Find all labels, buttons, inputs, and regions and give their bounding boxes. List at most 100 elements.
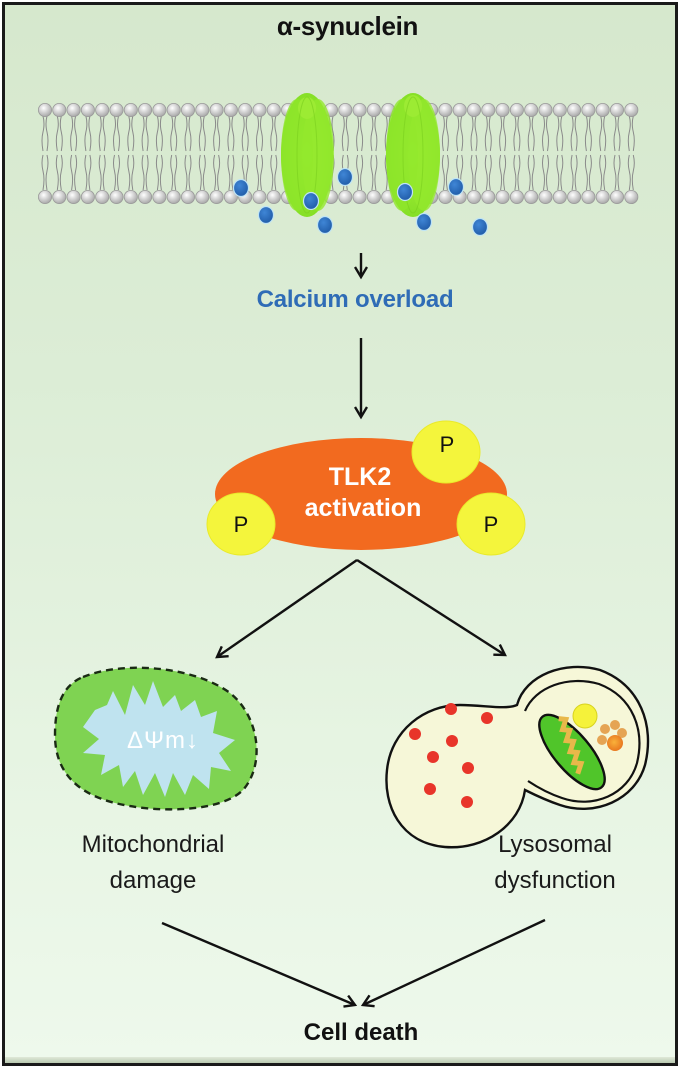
lipid-head xyxy=(180,189,195,204)
phosphate-circle-right xyxy=(456,492,526,556)
lipid-head xyxy=(80,103,95,118)
calcium-ion xyxy=(447,177,465,197)
lipid-head xyxy=(495,103,510,118)
lysosome-cargo-dot xyxy=(481,712,493,724)
lysosome-cargo-dot xyxy=(461,796,473,808)
membrane-potential-label: ΔΨm↓ xyxy=(126,727,200,754)
lipid-head xyxy=(438,103,453,118)
lipid-head xyxy=(223,103,238,118)
lysosome-cargo-dot xyxy=(424,783,436,795)
lipid-bilayer xyxy=(38,103,639,204)
mitochondrial-damage-label-line1: Mitochondrial xyxy=(81,831,225,858)
lipid-head xyxy=(481,189,496,204)
activation-label: activation xyxy=(304,494,422,522)
lipid-head xyxy=(152,103,167,118)
calcium-ion xyxy=(471,217,489,237)
lipid-head xyxy=(95,103,110,118)
lysosome-cargo-dots xyxy=(409,703,493,808)
arrow-tlk2-to-mitochondria xyxy=(217,559,358,657)
lipid-head xyxy=(195,103,210,118)
lysosome-cargo-dot xyxy=(427,751,439,763)
lipid-head xyxy=(538,103,553,118)
lipid-head xyxy=(595,103,610,118)
lipid-head xyxy=(66,103,81,118)
lipid-head xyxy=(152,189,167,204)
alpha-synuclein-channel-right xyxy=(386,93,440,217)
lipid-head xyxy=(524,189,539,204)
lipid-head xyxy=(552,189,567,204)
phosphate-label-right: P xyxy=(483,512,499,537)
calcium-ions xyxy=(232,167,489,237)
lipid-head xyxy=(123,103,138,118)
lipid-head xyxy=(52,103,67,118)
lysosome-cargo-dot xyxy=(445,703,457,715)
lipid-head xyxy=(352,103,367,118)
lipid-head xyxy=(95,189,110,204)
lipid-head xyxy=(38,189,53,204)
lipid-head xyxy=(366,103,381,118)
phosphate-circle-left xyxy=(206,492,276,556)
lysosome xyxy=(385,665,650,849)
calcium-ion xyxy=(302,191,320,211)
lipid-head xyxy=(266,189,281,204)
lipid-head xyxy=(138,189,153,204)
lipid-head xyxy=(109,103,124,118)
lipid-head xyxy=(481,103,496,118)
lysosome-cargo-dot xyxy=(409,728,421,740)
calcium-ion xyxy=(336,167,354,187)
lysosomal-dysfunction-label-line1: Lysosomal xyxy=(498,831,612,858)
diagram-frame: α-synuclein Calcium overload TLK2 activa… xyxy=(2,2,678,1066)
lipid-head xyxy=(338,103,353,118)
lipid-head xyxy=(366,189,381,204)
lipid-head xyxy=(123,189,138,204)
lipid-head xyxy=(338,189,353,204)
lipid-head xyxy=(252,103,267,118)
calcium-ion xyxy=(415,212,433,232)
engulfed-protein-aggregate xyxy=(597,720,627,751)
lipid-head xyxy=(495,189,510,204)
lipid-head xyxy=(581,189,596,204)
calcium-ion xyxy=(257,205,275,225)
lipid-head xyxy=(166,189,181,204)
lipid-head xyxy=(610,189,625,204)
lipid-head xyxy=(466,103,481,118)
lipid-head xyxy=(252,189,267,204)
lysosome-cargo-dot xyxy=(446,735,458,747)
lipid-head xyxy=(209,103,224,118)
lipid-head xyxy=(209,189,224,204)
lipid-head xyxy=(138,103,153,118)
lipid-head xyxy=(624,189,639,204)
mitochondrial-damage-label-line2: damage xyxy=(109,867,197,894)
lipid-head xyxy=(38,103,53,118)
lipid-head xyxy=(52,189,67,204)
lipid-head xyxy=(109,189,124,204)
arrow-lyso-to-death xyxy=(363,918,546,1005)
lipid-head xyxy=(581,103,596,118)
calcium-ion xyxy=(232,178,250,198)
lipid-head xyxy=(524,103,539,118)
alpha-synuclein-title: α-synuclein xyxy=(276,11,419,41)
lipid-head xyxy=(195,189,210,204)
lipid-head xyxy=(567,103,582,118)
calcium-ion xyxy=(316,215,334,235)
lipid-head xyxy=(66,189,81,204)
alpha-synuclein-channel-left xyxy=(281,93,334,217)
lipid-head xyxy=(266,103,281,118)
damaged-mitochondrion xyxy=(53,666,258,811)
lipid-head xyxy=(352,189,367,204)
lipid-head xyxy=(80,189,95,204)
lipid-head xyxy=(238,103,253,118)
lipid-head xyxy=(223,189,238,204)
lipid-head xyxy=(552,103,567,118)
arrow-mito-to-death xyxy=(161,921,355,1005)
calcium-overload-label: Calcium overload xyxy=(256,286,454,313)
lysosome-cargo-dot xyxy=(462,762,474,774)
lipid-head xyxy=(166,103,181,118)
engulfed-mitochondrion xyxy=(538,713,606,791)
phosphate-label-top: P xyxy=(439,432,455,457)
lipid-head xyxy=(509,103,524,118)
cell-death-label: Cell death xyxy=(303,1019,419,1046)
arrow-tlk2-to-lysosome xyxy=(356,558,505,655)
lipid-head xyxy=(624,103,639,118)
calcium-ion xyxy=(396,182,414,202)
